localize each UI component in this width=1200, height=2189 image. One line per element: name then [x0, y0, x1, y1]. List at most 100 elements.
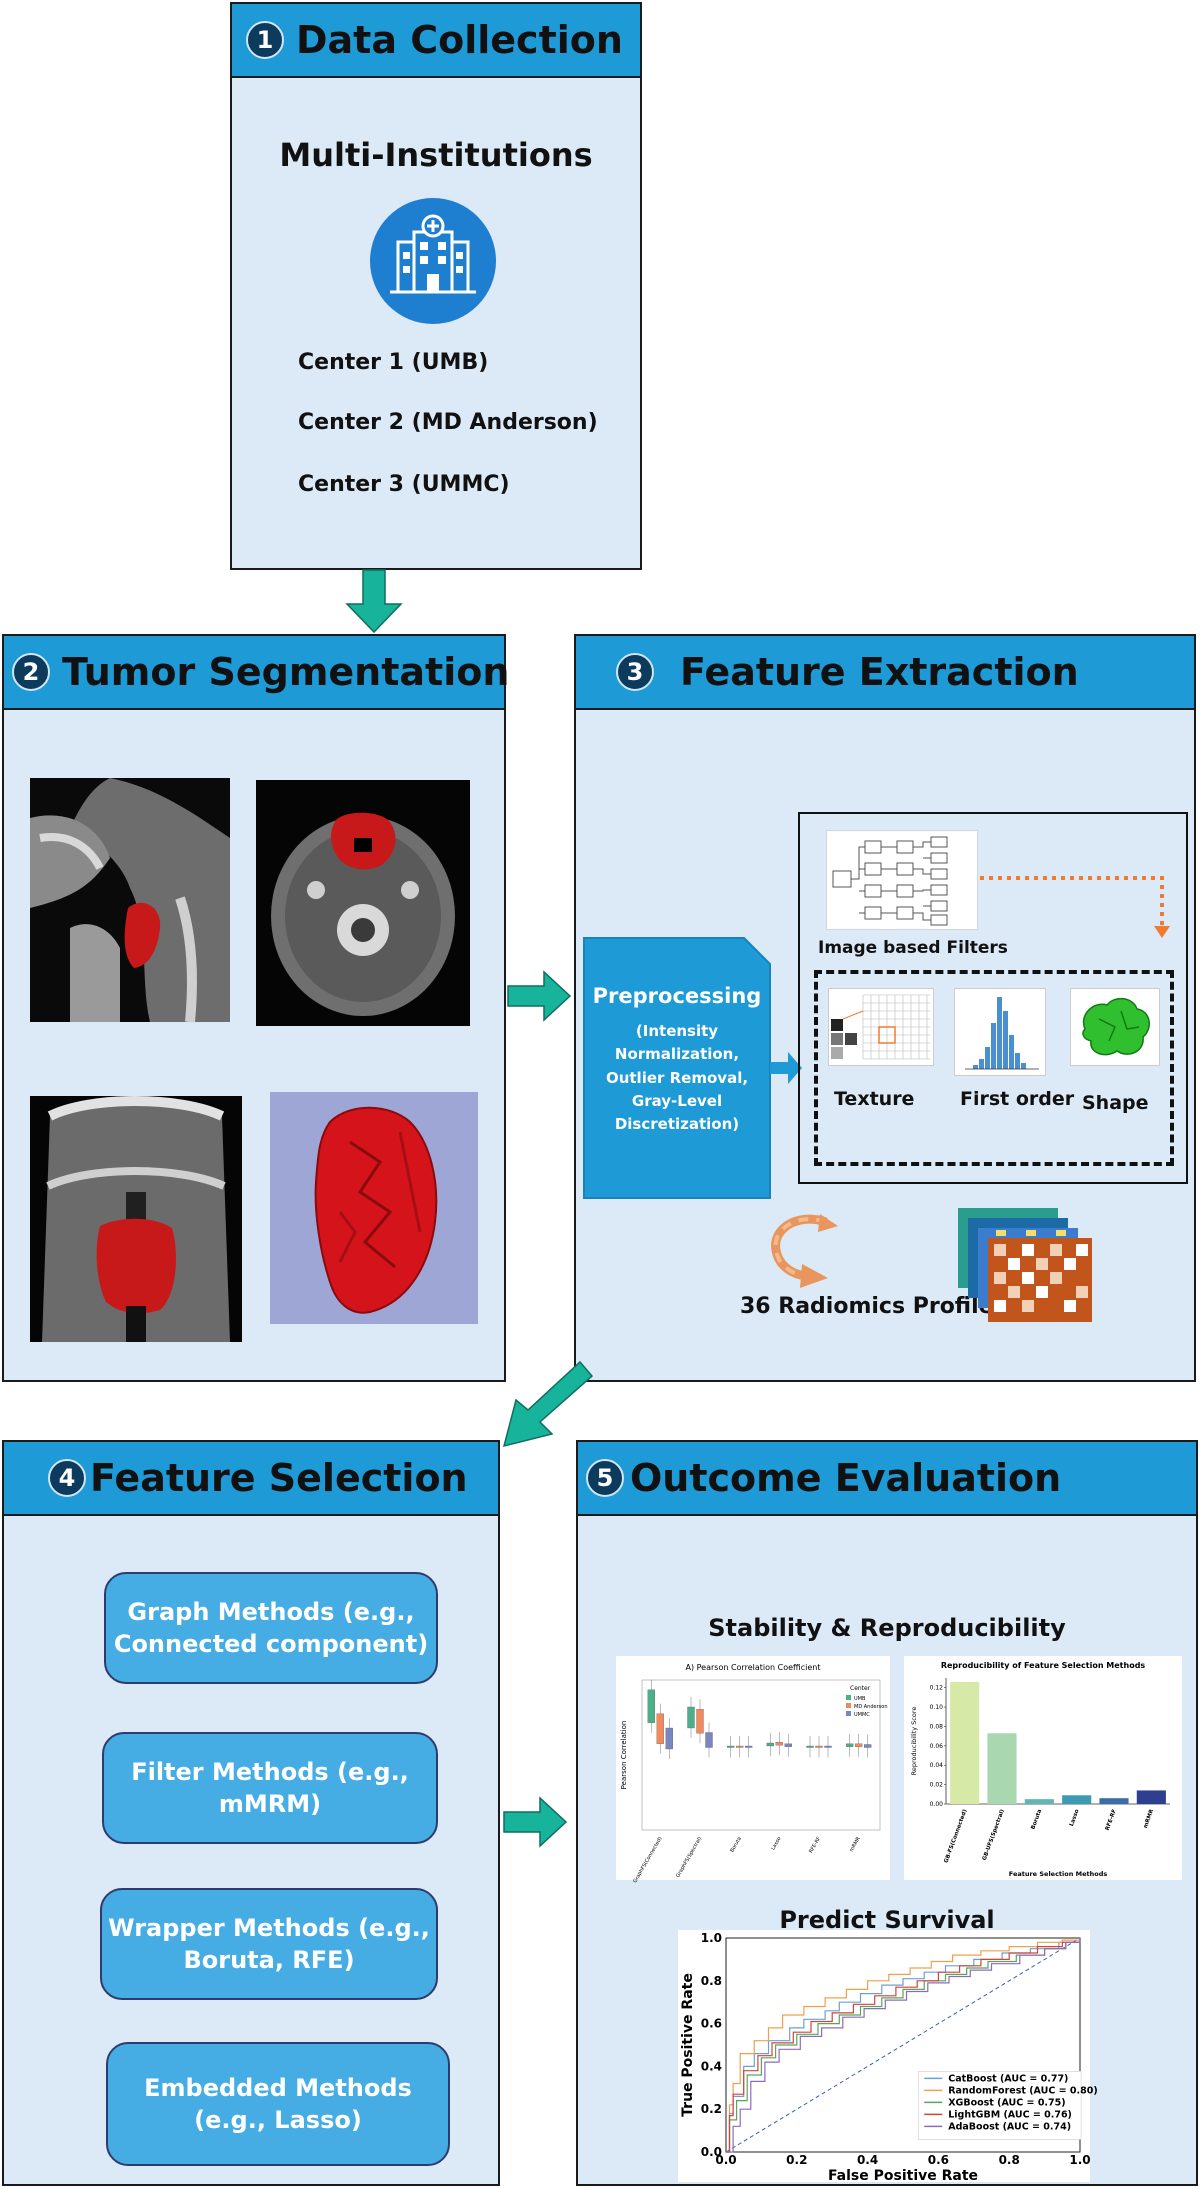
arrow-right-icon: [507, 970, 572, 1022]
arrow-right-icon: [770, 1052, 802, 1084]
ct-sagittal-image: [30, 778, 230, 1023]
legend-entry: LightGBM (AUC = 0.76): [948, 2109, 1072, 2120]
survival-title: Predict Survival: [779, 1906, 995, 1934]
y-tick-label: 0.4: [701, 2059, 722, 2073]
y-tick-label: 0.04: [930, 1762, 944, 1769]
box-mark: [665, 1727, 673, 1750]
box-mark: [647, 1689, 655, 1723]
roc-series-line: [726, 1938, 1081, 2153]
panel-header: 1 Data Collection: [232, 4, 640, 78]
y-tick-label: 0.00: [930, 1801, 944, 1808]
y-axis-label: Reproducibility Score: [910, 1707, 918, 1776]
box-mark: [705, 1732, 713, 1748]
x-tick-label: 0.2: [786, 2153, 807, 2167]
legend-entry: UMB: [854, 1696, 866, 1702]
panel-title: Feature Selection: [90, 1456, 468, 1500]
box-mark: [864, 1744, 872, 1748]
step-number: 2: [12, 653, 50, 691]
y-tick-label: 1.0: [701, 1931, 722, 1945]
plot-area: [725, 1937, 1081, 2153]
box-mark: [736, 1745, 744, 1748]
y-tick-label: 0.08: [930, 1723, 944, 1730]
bar: [1062, 1795, 1092, 1804]
stability-title: Stability & Reproducibility: [708, 1614, 1066, 1642]
y-tick-label: 0.2: [701, 2102, 722, 2116]
x-tick-label: mRMR: [849, 1836, 863, 1853]
legend-entry: CatBoost (AUC = 0.77): [948, 2073, 1068, 2084]
box-mark: [696, 1709, 704, 1734]
feature-texture-label: Texture: [834, 1088, 915, 1110]
method-filter-pill: Filter Methods (e.g., mMRM): [102, 1732, 438, 1844]
texture-image: [828, 988, 934, 1066]
shape-3d-image: [1070, 988, 1160, 1066]
roc-series-line: [726, 1938, 1081, 2153]
y-tick-label: 0.6: [701, 2017, 722, 2031]
method-graph-pill: Graph Methods (e.g., Connected component…: [104, 1572, 438, 1684]
preprocessing-title: Preprocessing: [592, 984, 762, 1008]
arrow-down-icon: [345, 569, 403, 634]
step-number: 5: [586, 1459, 624, 1497]
reproducibility-bar-chart: Reproducibility of Feature Selection Met…: [904, 1656, 1182, 1880]
ct-axial-image: [256, 780, 470, 1026]
panel-feature-selection: 4 Feature Selection Graph Methods (e.g.,…: [2, 1440, 500, 2186]
x-tick-label: RFE-RF: [808, 1836, 822, 1854]
dotted-arrow-icon: [980, 876, 1170, 938]
feature-shape-label: Shape: [1082, 1092, 1149, 1114]
box-mark: [656, 1713, 664, 1744]
feature-first-order-label: First order: [960, 1088, 1075, 1110]
bar: [1099, 1798, 1129, 1804]
panel-header: 5 Outcome Evaluation: [578, 1442, 1196, 1516]
box-mark: [745, 1745, 753, 1748]
legend-swatch: [846, 1695, 851, 1700]
legend-entry: XGBoost (AUC = 0.75): [948, 2097, 1065, 2108]
legend-title: Center: [850, 1685, 871, 1692]
box-mark: [815, 1745, 823, 1748]
tumor-3d-render: [270, 1092, 478, 1324]
first-order-histogram-image: [954, 988, 1046, 1076]
x-axis-label: False Positive Rate: [828, 2168, 978, 2184]
box-mark: [727, 1745, 735, 1748]
bar: [950, 1681, 980, 1804]
chart-title: A) Pearson Correlation Coefficient: [685, 1663, 820, 1672]
filters-frame: Image based Filters: [798, 812, 1188, 1184]
roc-series-line: [726, 1938, 1081, 2153]
radiomics-profiles-label: 36 Radiomics Profiles: [740, 1294, 1007, 1319]
center-2-label: Center 2 (MD Anderson): [298, 410, 598, 435]
filters-label: Image based Filters: [818, 938, 1008, 958]
arrow-right-icon: [503, 1796, 568, 1848]
panel-tumor-segmentation: 2 Tumor Segmentation: [2, 634, 509, 1382]
x-tick-label: GB-UFS(Spectral): [982, 1808, 1006, 1861]
x-tick-label: Boruta: [729, 1836, 743, 1854]
arrow-diagonal-icon: [502, 1360, 594, 1448]
y-tick-label: 0.06: [930, 1743, 944, 1750]
legend-box: [917, 2071, 1082, 2140]
reference-line: [725, 1937, 1081, 2153]
box-mark: [824, 1745, 832, 1748]
step-number: 4: [48, 1459, 86, 1497]
panel-header: 3 Feature Extraction: [576, 636, 1194, 710]
y-tick-label: 0.02: [930, 1782, 944, 1789]
x-tick-label: 1.0: [1069, 2153, 1090, 2167]
preprocessing-block: Preprocessing (Intensity Normalization, …: [583, 937, 774, 1199]
box-mark: [687, 1706, 695, 1729]
x-tick-label: GraphFS(Connected): [632, 1836, 663, 1884]
x-axis-label: Feature Selection Methods: [1009, 1870, 1108, 1878]
box-mark: [784, 1743, 792, 1747]
x-tick-label: mRMR: [1143, 1808, 1156, 1829]
box-mark: [766, 1742, 774, 1747]
panel-title: Data Collection: [296, 18, 623, 62]
box-mark: [855, 1743, 863, 1747]
y-tick-label: 0.0: [701, 2145, 722, 2159]
y-tick-label: 0.12: [930, 1685, 944, 1692]
radiomics-matrix-stack-icon: [956, 1206, 1096, 1326]
x-tick-label: 0.0: [715, 2153, 736, 2167]
x-tick-label: Boruta: [1030, 1808, 1043, 1830]
center-3-label: Center 3 (UMMC): [298, 472, 510, 497]
y-tick-label: 0.8: [701, 1974, 722, 1988]
method-embedded-pill: Embedded Methods (e.g., Lasso): [106, 2042, 450, 2166]
bar: [1136, 1790, 1166, 1804]
box-mark: [846, 1743, 854, 1747]
cycle-arrow-icon: [771, 1214, 838, 1288]
roc-series-line: [726, 1938, 1081, 2153]
